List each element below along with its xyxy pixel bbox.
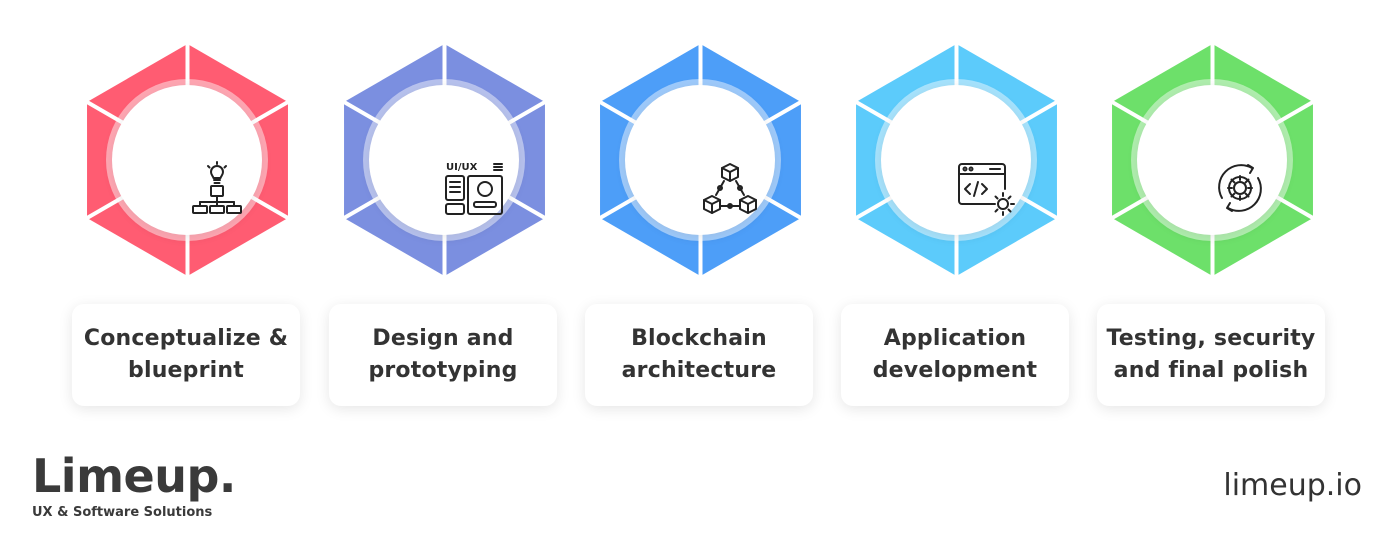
step-1-hexagon: [85, 40, 290, 280]
step-2-label: Design and prototyping: [368, 326, 518, 383]
site-url: limeup.io: [1223, 468, 1362, 503]
step-1: Conceptualize & blueprint: [72, 0, 302, 420]
step-4-label: Application development: [872, 326, 1038, 383]
step-icon-circle: [625, 85, 775, 235]
step-3-card: Blockchain architecture: [585, 304, 813, 406]
step-2-card: Design and prototyping: [329, 304, 557, 406]
ui-ux-icon-text: UI/UX: [446, 162, 478, 173]
step-1-label: Conceptualize & blueprint: [83, 326, 289, 383]
step-5-card: Testing, security and final polish: [1097, 304, 1325, 406]
step-2-hexagon: UI/UX: [342, 40, 547, 280]
step-icon-circle: [112, 85, 262, 235]
step-1-card: Conceptualize & blueprint: [72, 304, 300, 406]
step-4-card: Application development: [841, 304, 1069, 406]
step-4: Application development: [841, 0, 1071, 420]
step-5: Testing, security and final polish: [1097, 0, 1327, 420]
limeup-logo: Limeup. UX & Software Solutions: [32, 452, 236, 522]
step-icon-circle: [1137, 85, 1287, 235]
step-3-label: Blockchain architecture: [621, 326, 777, 383]
step-2: UI/UX Design and prototyping: [329, 0, 559, 420]
step-5-hexagon: [1110, 40, 1315, 280]
logo-wordmark: Limeup.: [32, 449, 236, 503]
step-5-label: Testing, security and final polish: [1106, 326, 1316, 383]
step-3: Blockchain architecture: [585, 0, 815, 420]
step-3-hexagon: [598, 40, 803, 280]
step-icon-circle: UI/UX: [369, 85, 519, 235]
logo-tagline: UX & Software Solutions: [32, 505, 213, 520]
step-4-hexagon: [854, 40, 1059, 280]
step-icon-circle: [881, 85, 1031, 235]
